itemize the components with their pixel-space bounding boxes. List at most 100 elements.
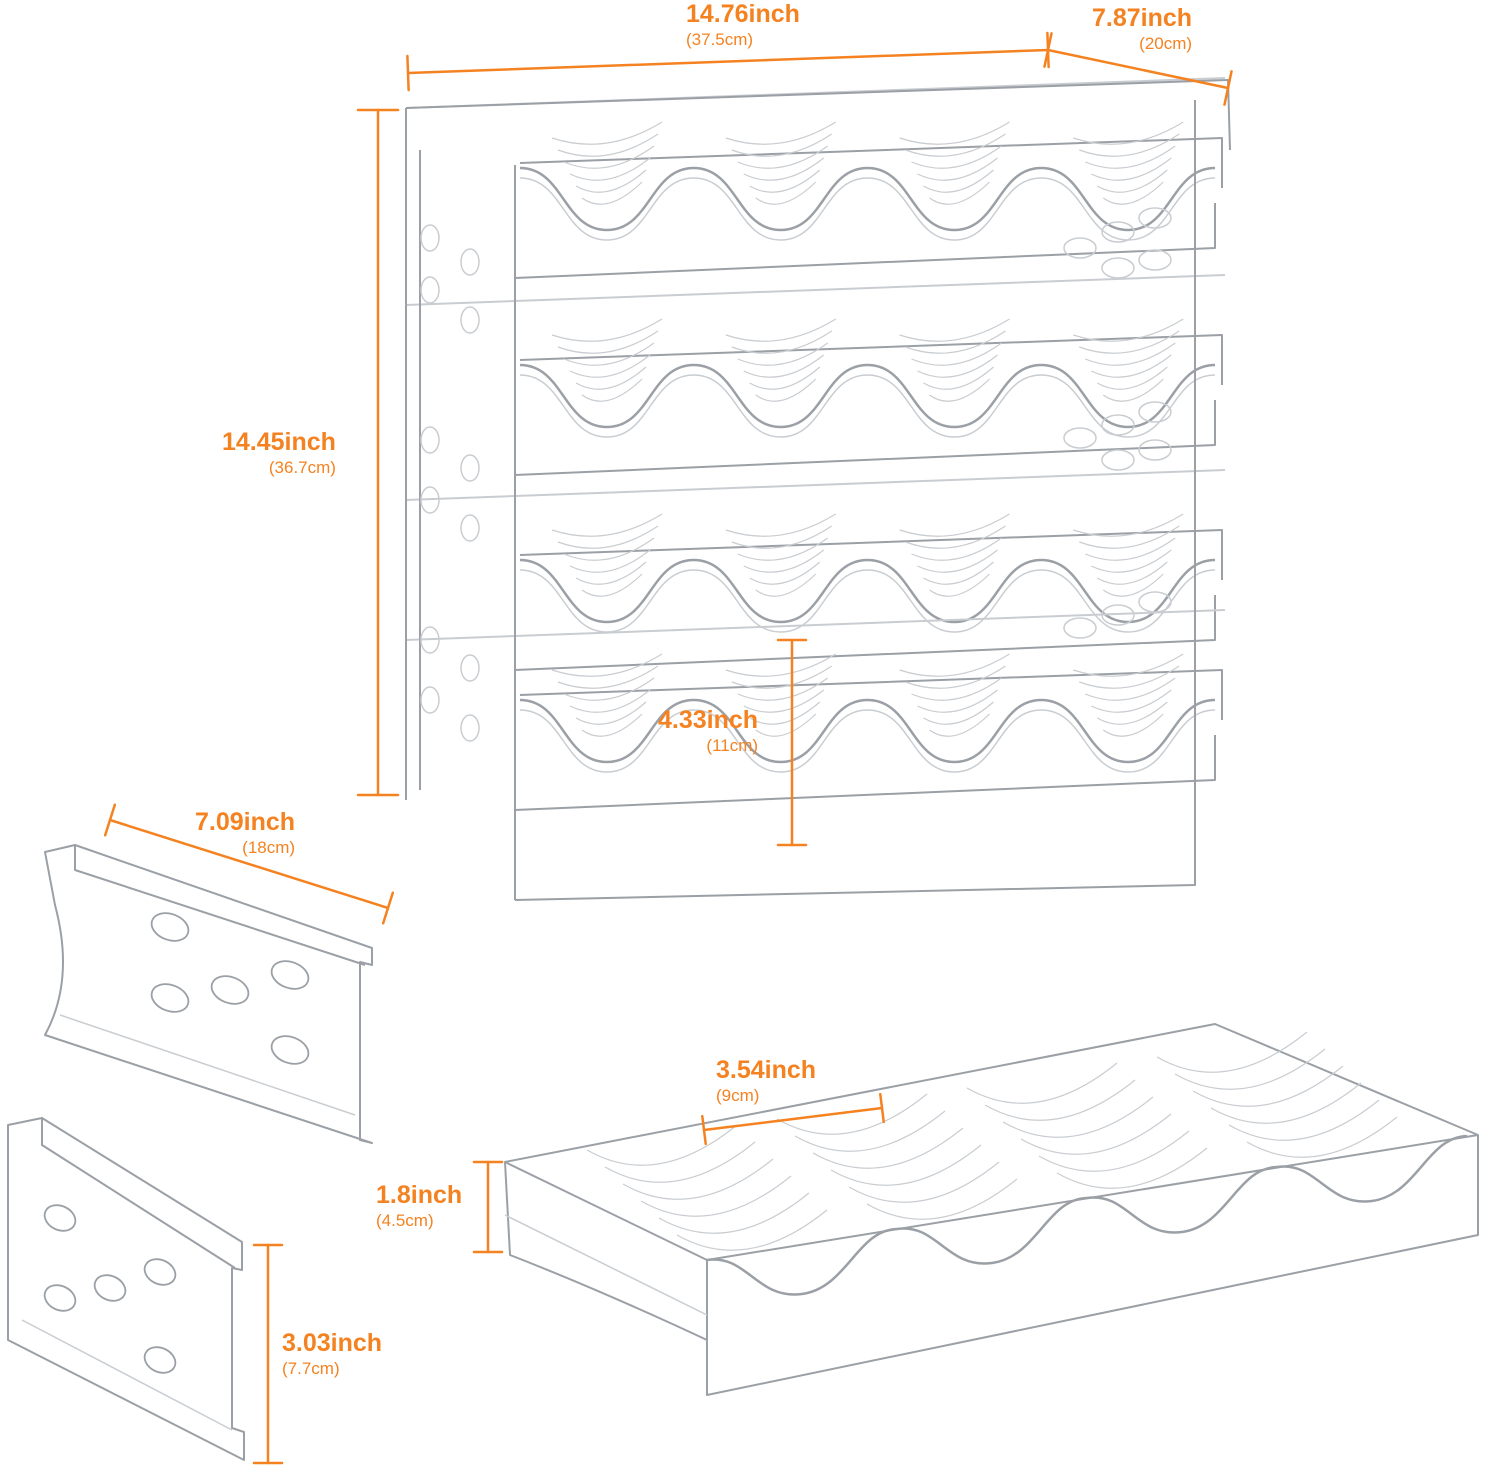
side-panel-short bbox=[7, 1117, 245, 1461]
side-hole bbox=[1138, 591, 1172, 613]
side-panel-hole bbox=[270, 960, 310, 990]
tier-rib bbox=[1102, 573, 1164, 597]
tray-height-cm: (4.5cm) bbox=[376, 1211, 434, 1230]
tray-lower-rim bbox=[504, 1214, 708, 1316]
tier-rib bbox=[905, 665, 1006, 689]
tier-rib bbox=[1079, 133, 1180, 157]
side-panel-hole bbox=[43, 1204, 77, 1232]
tier-back-rail bbox=[405, 469, 1226, 501]
tier-rib bbox=[569, 354, 651, 378]
tier-rib bbox=[731, 665, 833, 689]
tier-rib bbox=[899, 513, 1010, 537]
tray-rib bbox=[1228, 1099, 1380, 1141]
tier-rib bbox=[1102, 713, 1164, 737]
side-hole bbox=[420, 486, 440, 514]
tray-rib bbox=[866, 1178, 1018, 1220]
tier-rib bbox=[899, 121, 1010, 145]
tier-rib bbox=[743, 689, 825, 713]
rack-width-dimension-line bbox=[406, 48, 1050, 75]
side-panel-long-outline bbox=[44, 844, 373, 1144]
tier-rib bbox=[1085, 537, 1176, 561]
tray-height-inch: 1.8inch bbox=[376, 1181, 463, 1209]
side-hole bbox=[1101, 257, 1135, 279]
tier-rib bbox=[911, 677, 1002, 701]
tier-rib bbox=[1096, 701, 1168, 725]
rack-width-dimension-tick-start bbox=[406, 54, 410, 92]
side-panel-length-dimension-tick-start bbox=[103, 803, 117, 837]
tier-rib bbox=[551, 653, 663, 677]
tier-rib bbox=[755, 573, 817, 597]
tier-rib bbox=[917, 689, 998, 713]
tier-wave-inner bbox=[519, 177, 1216, 241]
tier-rib bbox=[725, 653, 837, 677]
side-panel-height-dimension bbox=[252, 1243, 284, 1465]
side-panel-hole bbox=[270, 1035, 310, 1065]
tier-rib bbox=[1096, 561, 1168, 585]
tier-rib bbox=[1073, 121, 1184, 145]
tray-rib bbox=[1002, 1096, 1154, 1138]
side-hole bbox=[1138, 439, 1172, 461]
tray-rib bbox=[830, 1144, 982, 1186]
tier-rib bbox=[749, 366, 821, 390]
tier-rib bbox=[563, 342, 655, 366]
rack-tier-3 bbox=[405, 469, 1226, 671]
tray-rib bbox=[640, 1175, 792, 1217]
slot-width-dimension-tick-end bbox=[879, 1092, 885, 1124]
slot-width-inch: 3.54inch bbox=[716, 1056, 817, 1084]
tier-rib bbox=[737, 342, 829, 366]
tier-rib bbox=[929, 713, 990, 737]
side-panel-long-bottom-rail bbox=[59, 1014, 356, 1116]
tier-rib bbox=[725, 513, 837, 537]
tier-wave-inner bbox=[519, 374, 1216, 438]
side-panel-long-top-rail bbox=[74, 845, 366, 966]
side-panel-height-cm: (7.7cm) bbox=[282, 1359, 340, 1378]
side-panel-short-top-rail bbox=[41, 1118, 236, 1269]
tier-rib bbox=[1090, 157, 1172, 181]
side-hole bbox=[460, 248, 480, 276]
tier-rib bbox=[557, 330, 659, 354]
side-panel-hole bbox=[143, 1258, 177, 1286]
tier-rib bbox=[551, 121, 663, 145]
tier-rib bbox=[929, 573, 990, 597]
side-hole bbox=[460, 514, 480, 542]
rack-illustrations bbox=[7, 77, 1479, 1461]
tier-wave-front bbox=[519, 558, 1216, 624]
side-hole bbox=[1138, 207, 1172, 229]
side-hole bbox=[1063, 427, 1097, 449]
tier-rib bbox=[755, 713, 817, 737]
side-panel-hole bbox=[143, 1346, 177, 1374]
tray-rib bbox=[676, 1209, 828, 1251]
side-hole bbox=[1101, 414, 1135, 436]
tray-rib bbox=[1192, 1065, 1344, 1107]
tray-wave bbox=[706, 1227, 898, 1296]
side-panel-length-dimension-line bbox=[108, 818, 390, 910]
tray-rib bbox=[658, 1192, 810, 1234]
tier-rib bbox=[905, 330, 1006, 354]
tray-rib bbox=[848, 1161, 1000, 1203]
tier-rib bbox=[563, 145, 655, 169]
tier-rib bbox=[743, 157, 825, 181]
side-hole bbox=[420, 426, 440, 454]
rack-right-frame bbox=[514, 100, 1196, 901]
tier-rib bbox=[1085, 145, 1176, 169]
tray-wave bbox=[1086, 1165, 1278, 1234]
tier-spacing-inch: 4.33inch bbox=[658, 706, 759, 734]
rack-top-frame bbox=[405, 79, 1231, 151]
side-hole bbox=[1101, 221, 1135, 243]
tier-rib bbox=[557, 665, 659, 689]
tray-wave bbox=[896, 1196, 1088, 1265]
tier-rib bbox=[755, 181, 817, 205]
tray-rib bbox=[1210, 1082, 1362, 1124]
tray-outline bbox=[504, 1023, 1479, 1396]
tier-rib bbox=[923, 701, 994, 725]
side-panel-hole bbox=[93, 1274, 127, 1302]
tier-spacing-cm: (11cm) bbox=[706, 736, 759, 755]
tray-height-dimension bbox=[472, 1160, 504, 1254]
tier-rib bbox=[575, 561, 647, 585]
slot-width-dimension bbox=[701, 1092, 885, 1146]
tier-rib bbox=[899, 653, 1010, 677]
side-panel-long bbox=[44, 844, 373, 1144]
tier-back-rail bbox=[405, 609, 1226, 641]
tier-rib bbox=[749, 169, 821, 193]
tray-rib bbox=[1056, 1147, 1208, 1189]
